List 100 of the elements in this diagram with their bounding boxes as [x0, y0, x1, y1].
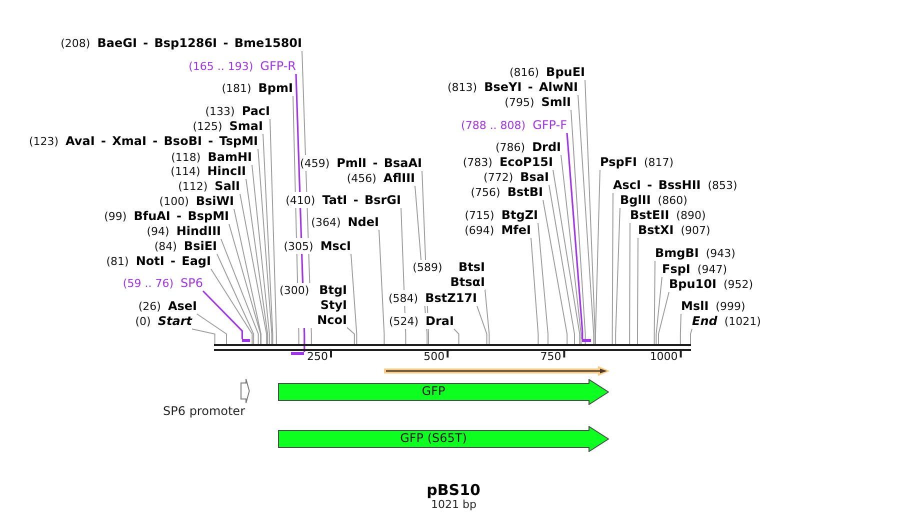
leader-line [484, 289, 490, 344]
leader-line [538, 222, 548, 344]
restriction-site-label: (589) BtsI BtsαI [412, 260, 485, 290]
leader-line [258, 148, 272, 344]
gene-feature: GFP [278, 379, 609, 405]
leader-line [542, 200, 568, 344]
restriction-site-label: AscI - BssHII (853) [613, 177, 738, 193]
leader-line [560, 154, 582, 344]
restriction-site-label: Bpu10I (952) [669, 276, 754, 292]
restriction-site-label: (364) NdeI [311, 214, 379, 230]
leader-line [246, 178, 268, 344]
leader-line [548, 184, 575, 344]
leader-line [234, 208, 262, 344]
leader-line [654, 260, 656, 344]
primer-mark [291, 352, 304, 354]
leader-line [570, 110, 586, 344]
restriction-site-label: (459) PmlI - BsaAI [300, 155, 422, 171]
restriction-site-label: (114) HincII [170, 163, 246, 179]
restriction-site-label: (26) AseI [138, 298, 197, 314]
restriction-site-label: PspFI (817) [600, 154, 674, 170]
primer-label: (788 .. 808) GFP-F [461, 117, 567, 133]
restriction-site-label: (300) BtgI StyI NcoI [280, 282, 347, 328]
leader-line [454, 328, 460, 344]
restriction-site-label: (524) DraI [388, 313, 454, 329]
leader-line [595, 170, 600, 344]
leader-line [350, 254, 358, 344]
leader-line [240, 194, 268, 344]
leader-line [220, 238, 259, 344]
leader-line [476, 306, 488, 344]
promoter-feature [240, 378, 250, 404]
leader-line [378, 230, 385, 344]
restriction-site-label: (816) BpuEI [509, 64, 585, 80]
leader-line [680, 314, 682, 344]
leader-line [270, 118, 277, 344]
restriction-site-label: (305) MscI [284, 238, 351, 254]
leader-line [552, 170, 580, 344]
leader-line [202, 290, 243, 339]
restriction-site-label: (795) SmlI [504, 94, 571, 110]
restriction-site-label: (584) BstZ17I [388, 290, 477, 306]
leader-line [690, 328, 692, 344]
restriction-site-label: MslI (999) [681, 298, 746, 314]
feature-label: SP6 promoter [163, 404, 245, 418]
restriction-site-label: (813) BseYI - AlwNI [447, 79, 578, 95]
leader-line [584, 80, 596, 344]
leader-line [566, 132, 584, 339]
restriction-site-label: BstEII (890) [630, 207, 706, 223]
primer-label: (165 .. 193) GFP-R [188, 58, 296, 74]
sequence-length: 1021 bp [431, 498, 476, 512]
gene-feature: GFP (S65T) [278, 426, 609, 452]
primer-label: (59 .. 76) SP6 [122, 275, 203, 291]
leader-line [637, 238, 638, 344]
restriction-site-label: (99) BfuAI - BspMI [104, 208, 229, 224]
open-reading-frame [384, 366, 610, 376]
primer-mark [582, 339, 592, 342]
restriction-site-label: (756) BstBI [470, 184, 543, 200]
leader-line [210, 268, 253, 344]
leader-line [346, 327, 355, 344]
leader-line [629, 222, 630, 344]
leader-line [658, 292, 670, 344]
restriction-site-label: (410) TatI - BsrGI [286, 192, 401, 208]
restriction-site-label: (786) DrdI [495, 139, 561, 155]
restriction-site-label: BglII (860) [620, 192, 688, 208]
leader-line [530, 238, 539, 344]
scale-label: 1000 [650, 350, 678, 364]
leader-line [196, 314, 227, 344]
dna-backbone [214, 344, 691, 351]
leader-line [615, 208, 620, 344]
map-title: pBS10 [426, 482, 482, 499]
restriction-site-label: (84) BsiEI [154, 238, 217, 254]
restriction-site-label: (112) SalI [178, 178, 240, 194]
restriction-site-label: (456) AflIII [346, 170, 415, 186]
leader-line [656, 276, 662, 344]
restriction-site-label: (100) BsiWI [159, 193, 234, 209]
scale-label: 500 [424, 350, 445, 364]
restriction-site-label: (133) PacI [205, 103, 270, 119]
leader-line [216, 254, 254, 344]
restriction-site-label: BstXI (907) [638, 222, 710, 238]
leader-line [262, 134, 274, 344]
restriction-site-label: (694) MfeI [464, 222, 531, 238]
restriction-site-label: (81) NotI - EagI [106, 253, 211, 269]
leader-line [612, 192, 614, 344]
leader-line [252, 164, 270, 344]
scale-label: 250 [307, 350, 328, 364]
leader-line [192, 328, 216, 344]
restriction-site-label: (783) EcoP15I [462, 154, 553, 170]
restriction-site-label: (181) BpmI [222, 80, 293, 96]
sequence-end-label: (0) Start [135, 313, 192, 329]
sequence-end-label: End (1021) [692, 313, 761, 329]
restriction-site-label: BmgBI (943) [655, 245, 736, 261]
restriction-site-label: (208) BaeGI - Bsp1286I - Bme1580I [60, 35, 302, 51]
restriction-site-label: (123) AvaI - XmaI - BsoBI - TspMI [28, 133, 258, 149]
restriction-site-label: (772) BsaI [484, 169, 549, 185]
restriction-site-label: (715) BtgZI [464, 207, 538, 223]
restriction-site-label: (94) HindIII [146, 223, 221, 239]
leader-line [578, 94, 594, 344]
primer-mark [242, 339, 250, 342]
scale-label: 750 [540, 350, 562, 364]
restriction-site-label: FspI (947) [662, 261, 727, 277]
leader-line [228, 224, 262, 344]
restriction-site-label: (125) SmaI [192, 118, 263, 134]
